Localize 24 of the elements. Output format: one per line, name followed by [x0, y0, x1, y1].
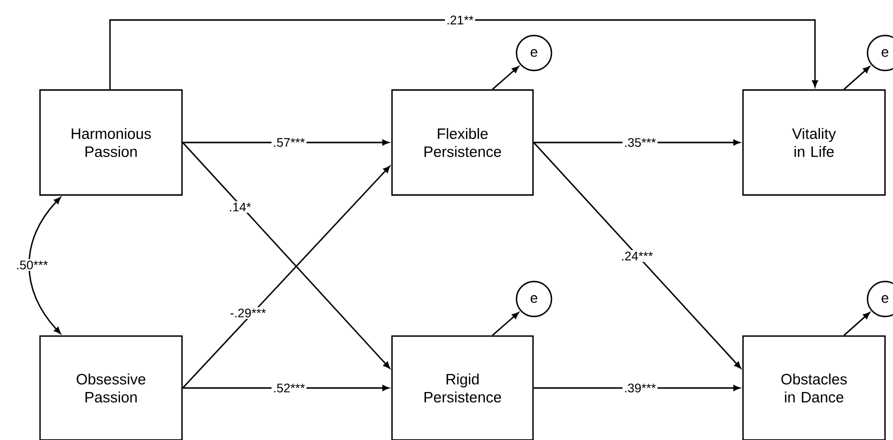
arrow [492, 312, 519, 336]
edge-label: .39*** [622, 382, 658, 394]
edge-label: .35*** [622, 136, 658, 148]
arrow [533, 142, 742, 369]
edge-label: .57*** [272, 136, 306, 148]
variable-box: Obstacles in Dance [742, 335, 886, 440]
edge-label: .21** [444, 14, 476, 26]
variable-box: Rigid Persistence [391, 335, 534, 440]
edge-label: .52*** [272, 382, 306, 394]
arrow [844, 66, 870, 90]
variable-box: Harmonious Passion [39, 89, 183, 196]
arrow [109, 19, 818, 90]
variable-box: Flexible Persistence [391, 89, 534, 196]
arrow [182, 142, 390, 369]
variable-box: Vitality in Life [742, 89, 886, 196]
arrow [844, 312, 870, 336]
edge-label: .14* [227, 201, 253, 213]
edge-label: -.29*** [228, 307, 268, 319]
edge-label: .50*** [14, 259, 50, 271]
variable-box: Obsessive Passion [39, 335, 183, 440]
arrow [28, 197, 61, 334]
arrow [182, 166, 390, 388]
arrow [492, 66, 519, 90]
edge-label: .24*** [620, 250, 654, 262]
